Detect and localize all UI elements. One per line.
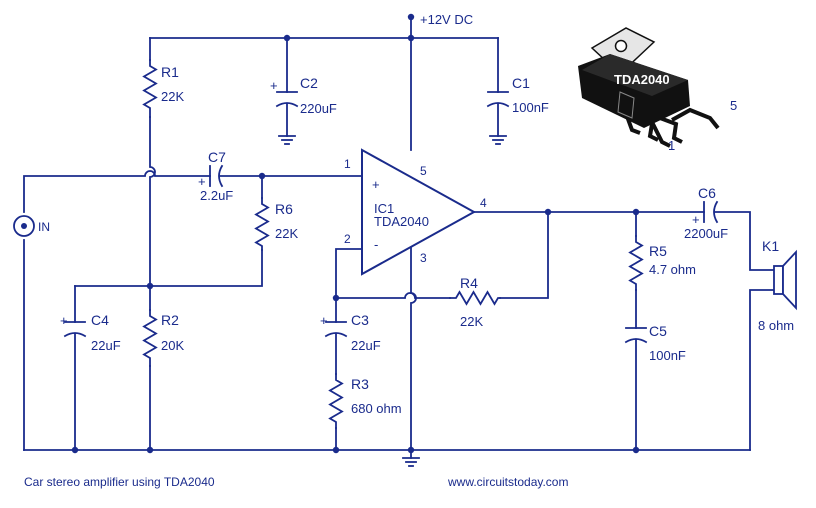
junction-dot [632,446,640,454]
capacitor-c5 [624,327,648,344]
c2-polarity: + [270,78,278,93]
ic-ref: IC1 [374,201,394,216]
junction-dot [407,446,415,454]
capacitor-c7 [209,164,224,188]
ic-pin-4: 4 [480,196,487,210]
junction-dot [632,208,640,216]
resistor-r1 [142,59,158,118]
capacitor-c2 [275,91,299,108]
k1-value: 8 ohm [758,318,794,333]
r5-value: 4.7 ohm [649,262,696,277]
c3-polarity: + [320,313,328,328]
junction-dot [283,34,291,42]
ground-c1 [489,135,507,145]
c3-value: 22uF [351,338,381,353]
supply-node [407,13,415,21]
website-credit: www.circuitstoday.com [447,475,568,489]
junction-dot [258,172,266,180]
c2-value: 220uF [300,101,337,116]
r4-value: 22K [460,314,483,329]
capacitor-c3 [324,321,348,338]
c7-value: 2.2uF [200,188,233,203]
c6-value: 2200uF [684,226,728,241]
r6-ref: R6 [275,201,293,217]
ic-part: TDA2040 [374,214,429,229]
k1-ref: K1 [762,238,779,254]
capacitor-c1 [486,91,510,108]
r4-ref: R4 [460,275,478,291]
capacitor-c4 [63,321,87,338]
junction-dot [146,446,154,454]
c5-value: 100nF [649,348,686,363]
ic-minus-input: - [374,237,378,252]
mounting-hole [614,39,628,53]
junction-dot [332,446,340,454]
resistor-r5 [628,235,644,291]
package-marking: TDA2040 [614,72,670,87]
ic-plus-input: + [372,177,380,192]
c3-ref: C3 [351,312,369,328]
c7-ref: C7 [208,149,226,165]
junction-dot [71,446,79,454]
c7-polarity: + [198,174,206,189]
r1-ref: R1 [161,64,179,80]
ic1-triangle [361,148,477,276]
junction-dots [71,13,640,454]
r1-value: 22K [161,89,184,104]
ic-pin-2: 2 [344,232,351,246]
c1-value: 100nF [512,100,549,115]
c5-ref: C5 [649,323,667,339]
resistor-r6 [254,197,270,251]
c2-ref: C2 [300,75,318,91]
junction-dot [332,294,340,302]
resistor-r3 [328,373,344,429]
r2-value: 20K [161,338,184,353]
junction-dot [407,34,415,42]
r6-value: 22K [275,226,298,241]
junction-dot [146,282,154,290]
tda2040-package-illustration [578,27,720,148]
package-pin-1-label: 1 [668,138,675,153]
input-label: IN [38,220,50,234]
ic-pin-1: 1 [344,157,351,171]
ground-c2 [278,135,296,145]
r3-value: 680 ohm [351,401,402,416]
supply-label: +12V DC [420,12,473,27]
ic-pin-3: 3 [420,251,427,265]
caption: Car stereo amplifier using TDA2040 [24,475,215,489]
c4-polarity: + [60,313,68,328]
ground-main [402,457,420,467]
wires [23,19,775,459]
r5-ref: R5 [649,243,667,259]
junction-dot [544,208,552,216]
resistor-r2 [142,309,158,367]
c4-value: 22uF [91,338,121,353]
r2-ref: R2 [161,312,179,328]
c6-ref: C6 [698,185,716,201]
c6-polarity: + [692,212,700,227]
resistor-r4 [449,290,501,306]
r3-ref: R3 [351,376,369,392]
input-jack [13,215,35,237]
ic-pin-5: 5 [420,164,427,178]
speaker-k1 [773,249,797,311]
c4-ref: C4 [91,312,109,328]
package-pin-5-label: 5 [730,98,737,113]
capacitor-c6 [703,200,719,224]
c1-ref: C1 [512,75,530,91]
